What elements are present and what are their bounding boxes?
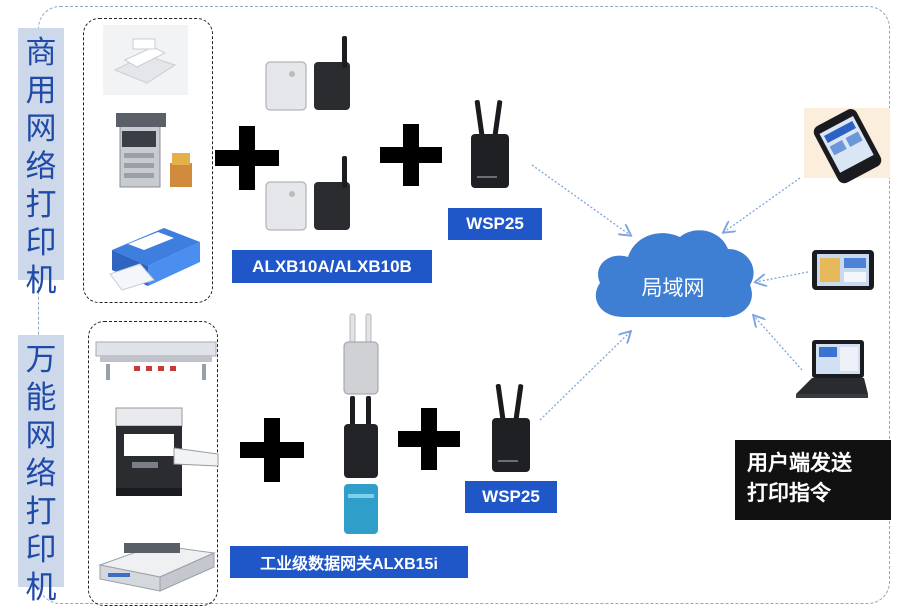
gateway-device-icon <box>492 384 530 472</box>
alxb10-label: ALXB10A/ALXB10B <box>232 250 432 283</box>
user-send-line1: 用户端发送 <box>747 451 852 475</box>
side-label-char: 打 <box>25 494 57 530</box>
plus-icon <box>380 124 442 186</box>
arrow-phone-to-lan <box>724 177 801 232</box>
side-label-char: 用 <box>25 73 57 109</box>
commercial-printers-label: 商用网络打印机 <box>18 28 64 299</box>
plus-icon <box>398 408 460 470</box>
printer-icon <box>109 228 200 291</box>
side-label-char: 商 <box>25 35 57 71</box>
user-send-line2: 打印指令 <box>747 481 831 505</box>
cloud-icon <box>595 230 754 318</box>
printer-icon <box>115 407 219 496</box>
side-label-char: 机 <box>25 263 57 299</box>
side-label-char: 网 <box>25 111 57 147</box>
arrow-wsp25-top-to-lan <box>531 164 630 235</box>
commercial-printer-group <box>83 18 213 303</box>
laptop-icon <box>796 340 868 398</box>
universal-printers-label: 万能网络打印机 <box>18 335 64 606</box>
lan-label: 局域网 <box>641 276 705 300</box>
side-label-char: 络 <box>25 456 57 492</box>
wsp25-top-label: WSP25 <box>448 208 542 240</box>
gateway-device-icon <box>344 396 378 478</box>
plus-icon <box>240 418 304 482</box>
outer-frame <box>38 6 890 604</box>
gateway-device-icon <box>343 313 379 395</box>
tablet-icon <box>812 250 874 290</box>
gateway-device-icon <box>265 36 350 111</box>
alxb15i-label: 工业级数据网关ALXB15i <box>230 546 468 578</box>
arrow-wsp25-bottom-to-lan <box>539 332 630 421</box>
printer-icon <box>98 543 216 592</box>
smartphone-icon <box>804 108 890 184</box>
side-label-char: 机 <box>25 570 57 606</box>
wsp25-bottom-label: WSP25 <box>465 481 557 513</box>
printer-icon <box>103 25 188 95</box>
side-label-char: 络 <box>25 149 57 185</box>
user-send-label: 用户端发送 打印指令 <box>735 440 891 520</box>
side-label-char: 能 <box>25 380 57 416</box>
arrow-laptop-to-lan <box>754 316 803 371</box>
arrow-tablet-to-lan <box>756 271 809 282</box>
plus-icon <box>215 126 279 190</box>
printer-icon <box>116 113 192 188</box>
printer-icon <box>95 341 217 380</box>
side-label-char: 印 <box>25 532 57 568</box>
gateway-device-icon <box>471 100 509 188</box>
side-label-char: 印 <box>25 225 57 261</box>
gateway-device-icon <box>344 484 378 534</box>
side-label-char: 万 <box>25 342 57 378</box>
side-label-char: 打 <box>25 187 57 223</box>
gateway-device-icon <box>265 156 350 231</box>
side-label-char: 网 <box>25 418 57 454</box>
